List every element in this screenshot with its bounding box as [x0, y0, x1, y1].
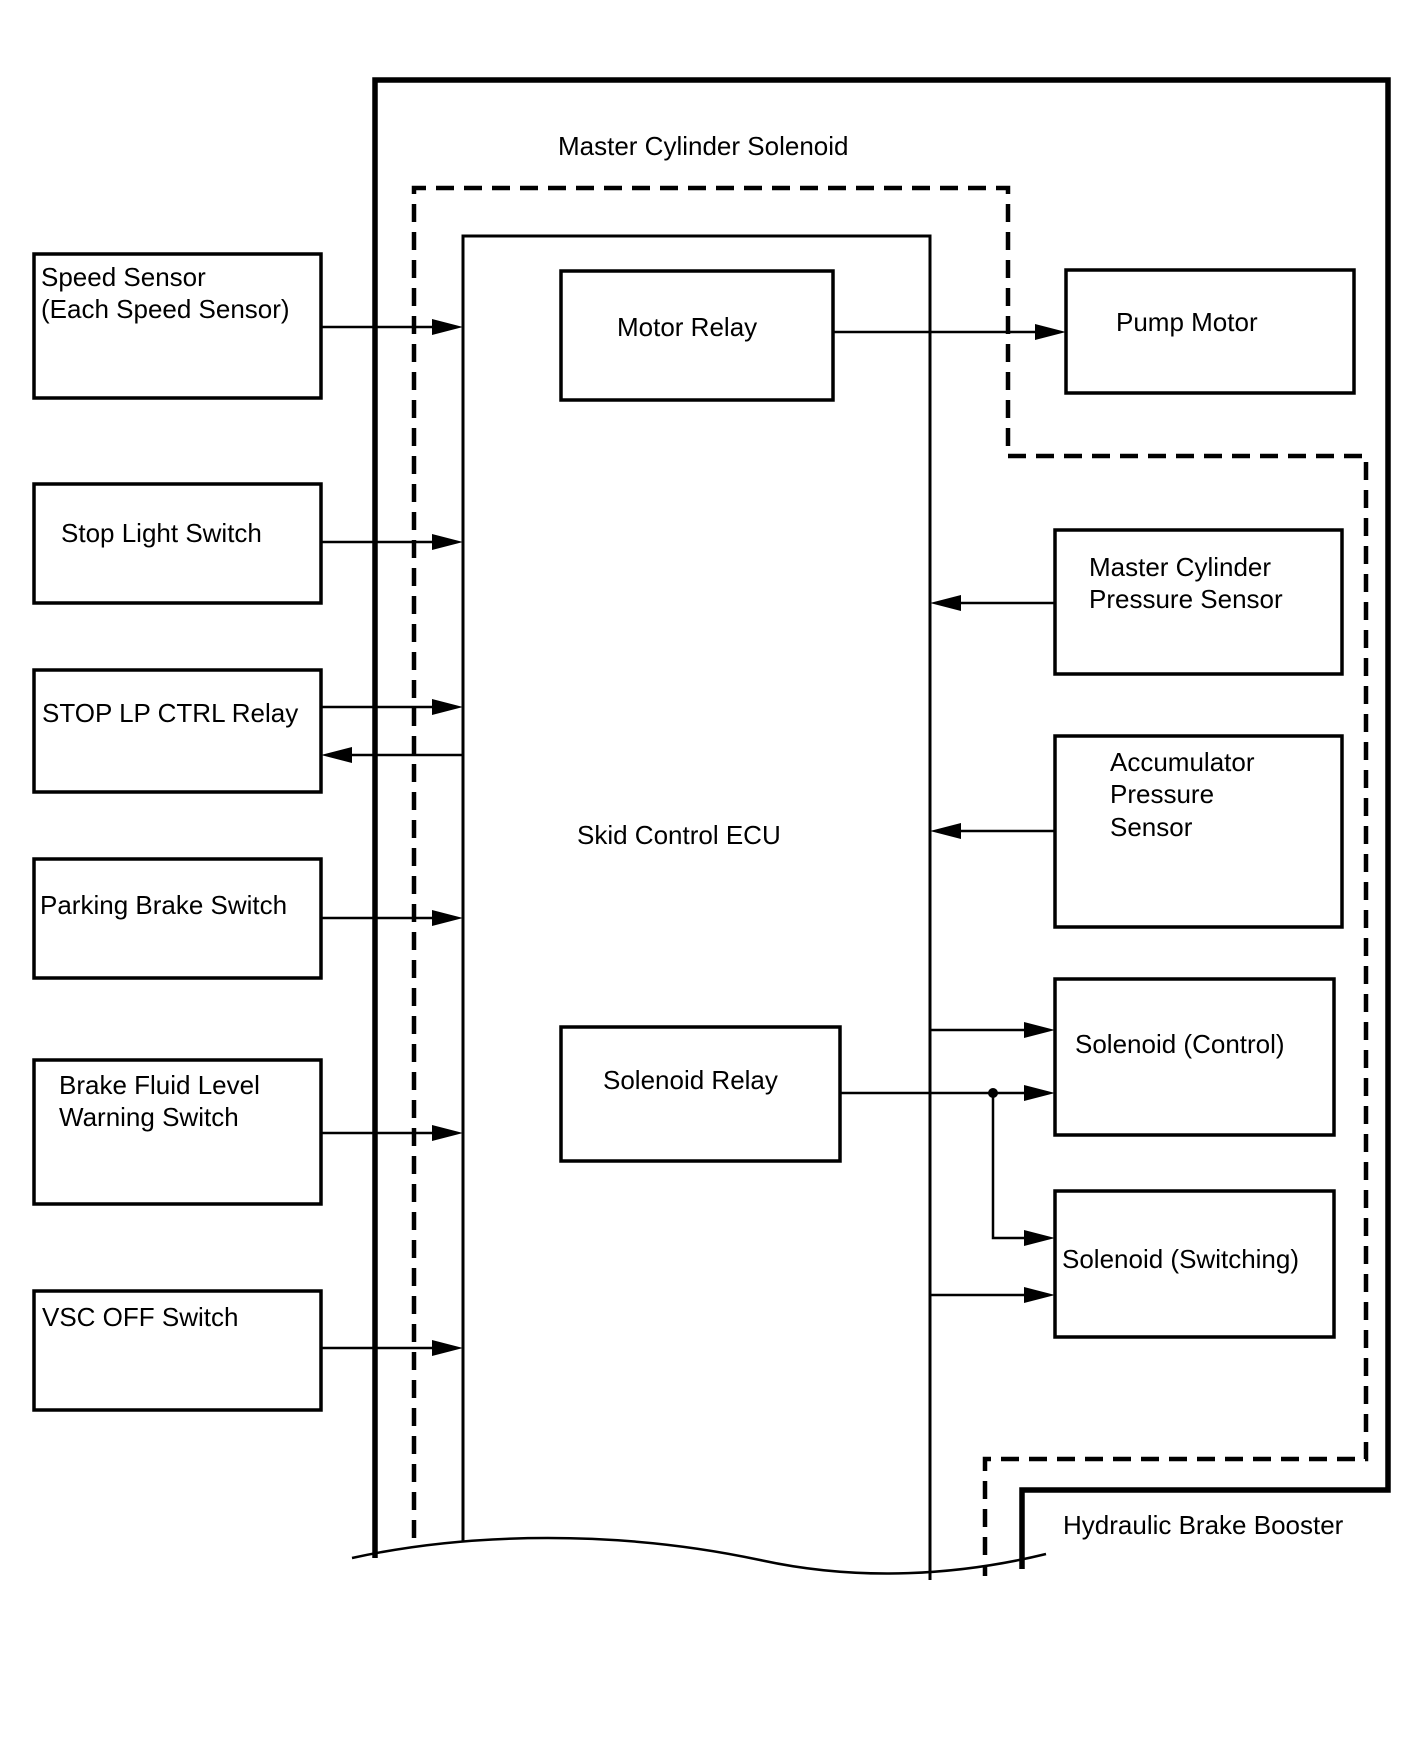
stop-lp-ctrl-relay-label: STOP LP CTRL Relay	[42, 698, 298, 728]
motor-relay-block: Motor Relay	[559, 269, 835, 402]
parking-brake-switch-label: Parking Brake Switch	[40, 890, 287, 920]
solenoid-relay-label: Solenoid Relay	[603, 1065, 778, 1095]
stop-light-switch-label: Stop Light Switch	[61, 518, 262, 548]
accumulator-pressure-sensor-block: Accumulator Pressure Sensor	[1053, 734, 1344, 929]
vsc-off-switch-label: VSC OFF Switch	[42, 1302, 238, 1332]
accumulator-label-line3: Sensor	[1110, 812, 1193, 842]
master-cylinder-solenoid-outline	[411, 185, 1369, 1576]
brake-fluid-level-label-line1: Brake Fluid Level	[59, 1070, 260, 1100]
solenoid-control-block: Solenoid (Control)	[1053, 977, 1336, 1137]
wire-solenoid-relay-branch	[991, 1093, 1032, 1240]
pump-motor-label: Pump Motor	[1116, 307, 1258, 337]
arrow-accumulator-sensor	[930, 823, 961, 839]
accumulator-label-line1: Accumulator	[1110, 747, 1255, 777]
arrow-stop-lp-ctrl-in	[432, 699, 463, 715]
arrow-solenoid-relay-control	[1024, 1085, 1055, 1101]
solenoid-switching-label: Solenoid (Switching)	[1062, 1244, 1299, 1274]
mc-pressure-sensor-label-line1: Master Cylinder	[1089, 552, 1271, 582]
arrow-speed-sensor	[432, 319, 463, 335]
skid-control-ecu-label: Skid Control ECU	[577, 820, 781, 850]
brake-fluid-level-label-line2: Warning Switch	[59, 1102, 239, 1132]
connections	[321, 319, 1066, 1356]
solenoid-control-label: Solenoid (Control)	[1075, 1029, 1285, 1059]
arrow-vsc-off	[432, 1340, 463, 1356]
master-cylinder-solenoid-label: Master Cylinder Solenoid	[558, 131, 848, 161]
vsc-off-switch-block: VSC OFF Switch	[32, 1289, 323, 1412]
speed-sensor-label-line2: (Each Speed Sensor)	[41, 294, 290, 324]
solenoid-relay-block: Solenoid Relay	[559, 1025, 842, 1163]
pump-motor-block: Pump Motor	[1064, 268, 1356, 395]
arrow-pump-motor	[1035, 324, 1066, 340]
speed-sensor-label-line1: Speed Sensor	[41, 262, 206, 292]
mc-pressure-sensor-label-line2: Pressure Sensor	[1089, 584, 1283, 614]
arrow-mc-pressure-sensor	[930, 595, 961, 611]
arrow-brake-fluid-level	[432, 1125, 463, 1141]
parking-brake-switch-block: Parking Brake Switch	[32, 857, 323, 980]
stop-lp-ctrl-relay-block: STOP LP CTRL Relay	[32, 668, 323, 794]
skid-control-ecu-box	[461, 234, 932, 1580]
arrow-stop-light-switch	[432, 534, 463, 550]
arrow-parking-brake	[432, 910, 463, 926]
brake-fluid-level-warning-switch-block: Brake Fluid Level Warning Switch	[32, 1058, 323, 1206]
arrow-stop-lp-ctrl-out	[321, 747, 352, 763]
cut-line	[351, 1536, 1047, 1575]
solenoid-switching-block: Solenoid (Switching)	[1053, 1189, 1336, 1339]
motor-relay-label: Motor Relay	[617, 312, 757, 342]
master-cylinder-pressure-sensor-block: Master Cylinder Pressure Sensor	[1053, 528, 1344, 676]
arrow-ecu-solenoid-control	[1024, 1022, 1055, 1038]
accumulator-label-line2: Pressure	[1110, 779, 1214, 809]
hydraulic-brake-booster-label: Hydraulic Brake Booster	[1063, 1510, 1344, 1540]
arrow-solenoid-relay-switching	[1024, 1230, 1055, 1246]
arrow-ecu-solenoid-switching	[1024, 1287, 1055, 1303]
speed-sensor-block: Speed Sensor (Each Speed Sensor)	[32, 252, 323, 400]
stop-light-switch-block: Stop Light Switch	[32, 482, 323, 605]
